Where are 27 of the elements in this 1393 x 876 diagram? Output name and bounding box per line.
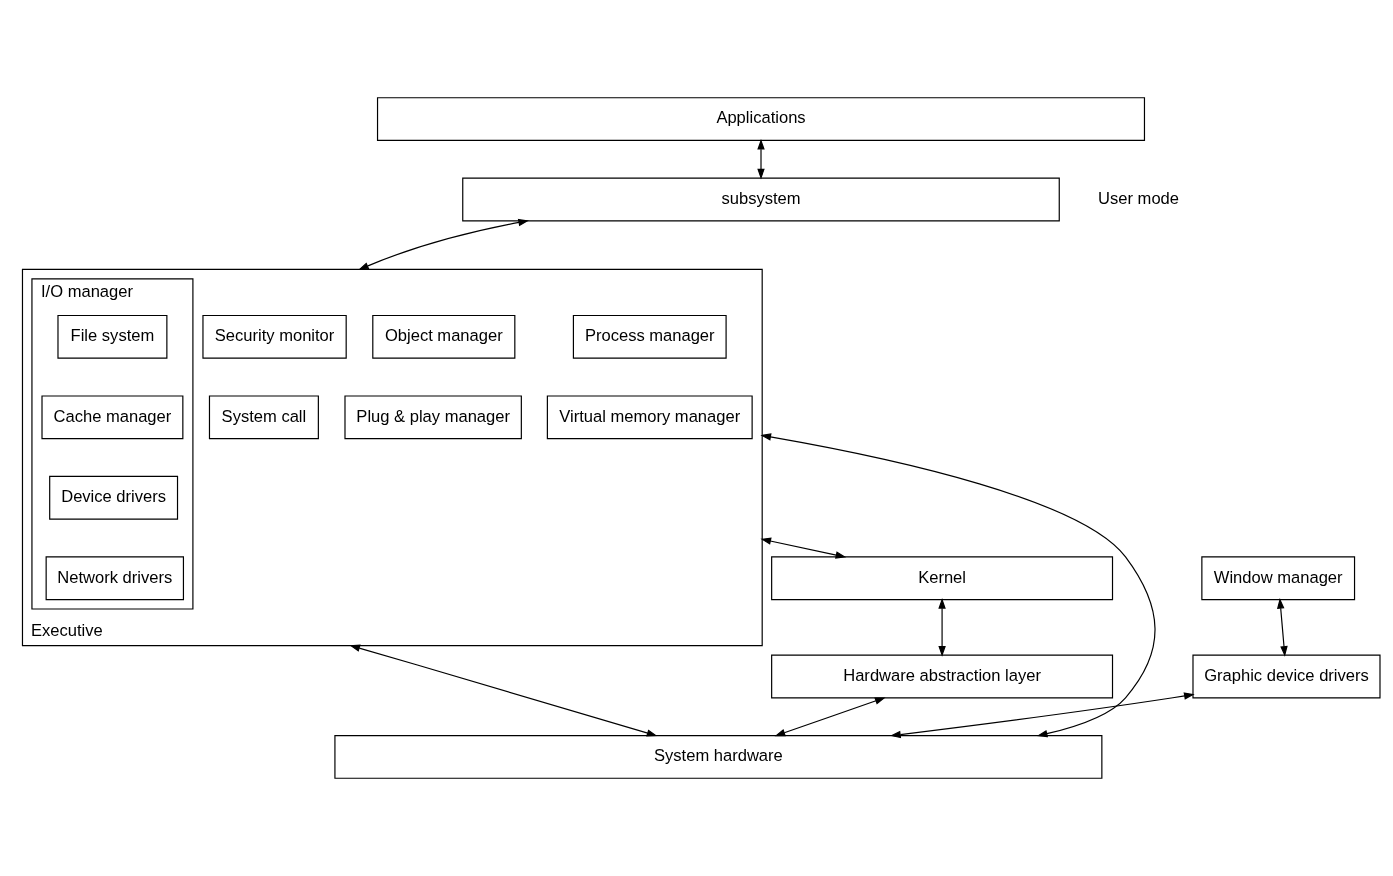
arrow (358, 218, 529, 271)
node-box: System hardware (334, 735, 1103, 779)
arrow (774, 697, 886, 737)
node-box: Virtual memory manager (546, 395, 753, 440)
arrow (349, 644, 658, 737)
label: User mode (1098, 188, 1180, 208)
node-box: Kernel (771, 556, 1114, 601)
arrow (890, 692, 1195, 739)
arrow (760, 433, 1156, 738)
node-box: Cache manager (41, 395, 184, 440)
node-box: Network drivers (45, 556, 185, 601)
node-box: Graphic device drivers (1192, 654, 1381, 699)
arrow (757, 138, 765, 180)
node-box: Hardware abstraction layer (771, 654, 1114, 699)
node-box: File system (57, 314, 168, 359)
arrow (1277, 598, 1288, 657)
node-box: System call (208, 395, 319, 440)
arrow (938, 598, 946, 657)
arrow (760, 537, 847, 559)
node-box: Object manager (372, 314, 516, 359)
node-box: Process manager (572, 314, 727, 359)
node-box: subsystem (462, 177, 1060, 222)
node-box: Security monitor (202, 314, 347, 359)
node-box: Window manager (1201, 556, 1356, 601)
node-box: Applications (376, 97, 1146, 141)
node-box: Plug & play manager (344, 395, 522, 440)
node-box: Device drivers (49, 475, 179, 520)
